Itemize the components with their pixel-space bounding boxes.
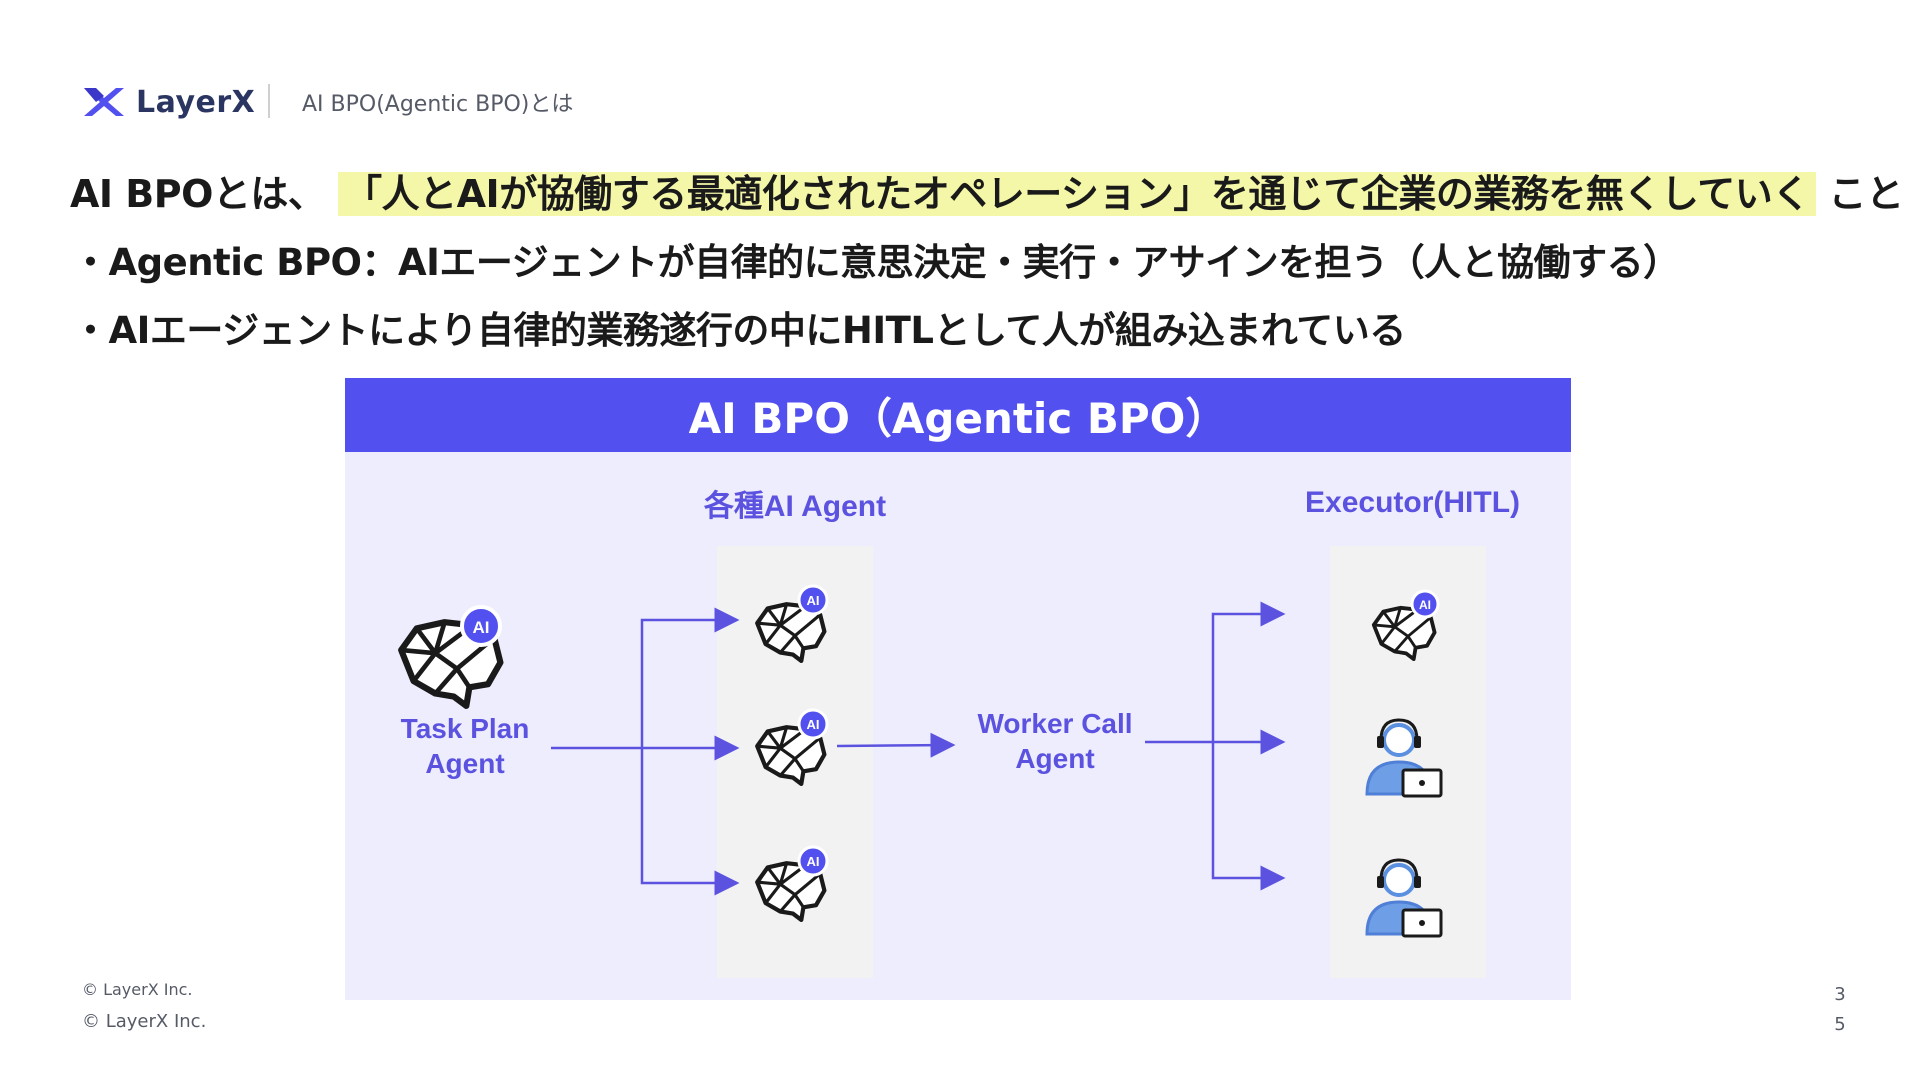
page-number-line1: 3: [1834, 984, 1846, 1005]
headline: AI BPOとは、 「人とAIが協働する最適化されたオペレーション」を通じて企業…: [70, 163, 1904, 218]
ai-bpo-diagram: AI BPO（Agentic BPO） 各種AI Agent Executor(…: [345, 378, 1571, 1000]
task-plan-ai-badge-icon: AI: [460, 605, 502, 647]
headline-highlight: 「人とAIが協働する最適化されたオペレーション」を通じて企業の業務を無くしていく: [338, 172, 1816, 216]
task-plan-label-line2: Agent: [425, 748, 505, 779]
task-plan-ai-badge-text: AI: [473, 618, 490, 637]
layerx-logo-icon: [84, 88, 124, 116]
diagram-title: AI BPO（Agentic BPO）: [345, 378, 1571, 452]
agents-column-label: 各種AI Agent: [703, 490, 887, 523]
executor-column-label: Executor(HITL): [1305, 486, 1521, 519]
executor-ai-badge-icon: AI: [1410, 589, 1440, 619]
page-number: 3 5: [1830, 980, 1850, 1040]
arrow-to-worker-call: [836, 732, 956, 758]
footer-copyright: © LayerX Inc.: [82, 980, 193, 999]
page-number-line2: 5: [1834, 1014, 1846, 1035]
worker-call-agent-label: Worker Call Agent: [970, 706, 1140, 776]
headline-suffix: こと: [1828, 172, 1905, 216]
worker-call-label-line1: Worker Call: [977, 708, 1133, 739]
fanout-arrows-right: [1145, 601, 1286, 891]
logo-text: LayerX: [136, 84, 256, 120]
task-plan-label-line1: Task Plan: [400, 713, 530, 744]
bullet-agentic-bpo: ・Agentic BPO：AIエージェントが自律的に意思決定・実行・アサインを担…: [72, 241, 1680, 284]
human-operator-icon-2: [1365, 858, 1443, 938]
breadcrumb: AI BPO(Agentic BPO)とは: [302, 92, 574, 117]
layerx-logo: LayerX: [82, 80, 262, 124]
executor-ai-badge-text: AI: [1419, 598, 1431, 612]
human-operator-icon-1: [1365, 718, 1443, 798]
fanout-arrows-left: [551, 607, 740, 896]
ai-agent-badges: AI AI AI: [797, 584, 829, 877]
task-plan-agent-label: Task Plan Agent: [385, 711, 545, 781]
ai-agent-badge-text-2: AI: [807, 717, 820, 732]
diagram-graphics: AI AI AI AI: [345, 584, 1443, 938]
headline-prefix: AI BPOとは、: [70, 172, 326, 216]
ai-agent-badge-text-3: AI: [807, 854, 820, 869]
header-divider: [268, 84, 270, 118]
bullet-hitl: ・AIエージェントにより自律的業務遂行の中にHITLとして人が組み込まれている: [72, 309, 1406, 352]
worker-call-label-line2: Agent: [1015, 743, 1095, 774]
footer-copyright-secondary: © LayerX Inc.: [82, 1011, 207, 1032]
ai-agent-badge-text-1: AI: [807, 593, 820, 608]
